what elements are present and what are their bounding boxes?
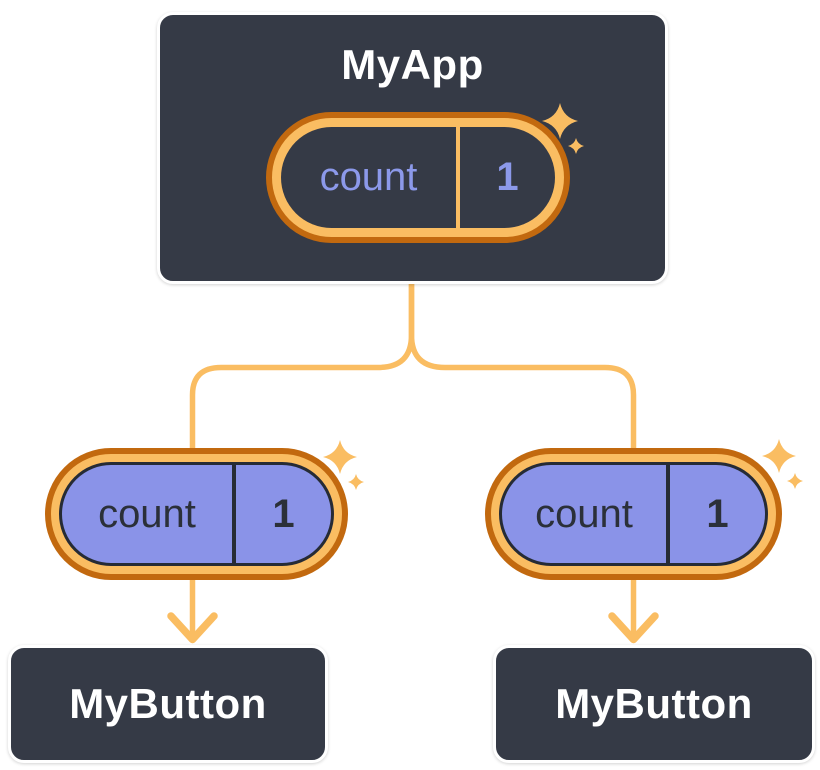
state-pill-root: count 1 xyxy=(266,112,570,243)
component-label: MyButton xyxy=(555,680,753,727)
sparkle-icon xyxy=(323,440,364,490)
state-name: count xyxy=(319,155,418,199)
component-label: MyApp xyxy=(341,41,484,88)
state-pill-child-left: count 1 xyxy=(45,448,348,580)
state-value: 1 xyxy=(272,491,295,536)
sparkle-icon xyxy=(762,439,803,489)
branch-left-line xyxy=(189,281,415,452)
component-label: MyButton xyxy=(69,680,267,727)
sparkle-icon xyxy=(542,103,584,154)
state-value: 1 xyxy=(706,491,729,536)
state-pill-divider xyxy=(232,465,236,563)
component-node-root: MyApp count 1 xyxy=(157,12,668,284)
state-pill-divider xyxy=(666,465,670,563)
state-pill-body: count 1 xyxy=(59,462,334,566)
arrow-left-head xyxy=(167,612,218,644)
arrow-right-head xyxy=(608,612,659,644)
state-pill-body: count 1 xyxy=(281,127,555,228)
state-name: count xyxy=(535,491,633,536)
state-pill-divider xyxy=(456,127,460,228)
state-pill-child-right: count 1 xyxy=(485,448,782,580)
state-value: 1 xyxy=(496,155,519,199)
component-node-child-right: MyButton xyxy=(493,645,815,763)
state-pill-body: count 1 xyxy=(499,462,768,566)
component-node-child-left: MyButton xyxy=(8,645,328,763)
branch-right-line xyxy=(408,281,637,452)
state-name: count xyxy=(98,491,196,536)
